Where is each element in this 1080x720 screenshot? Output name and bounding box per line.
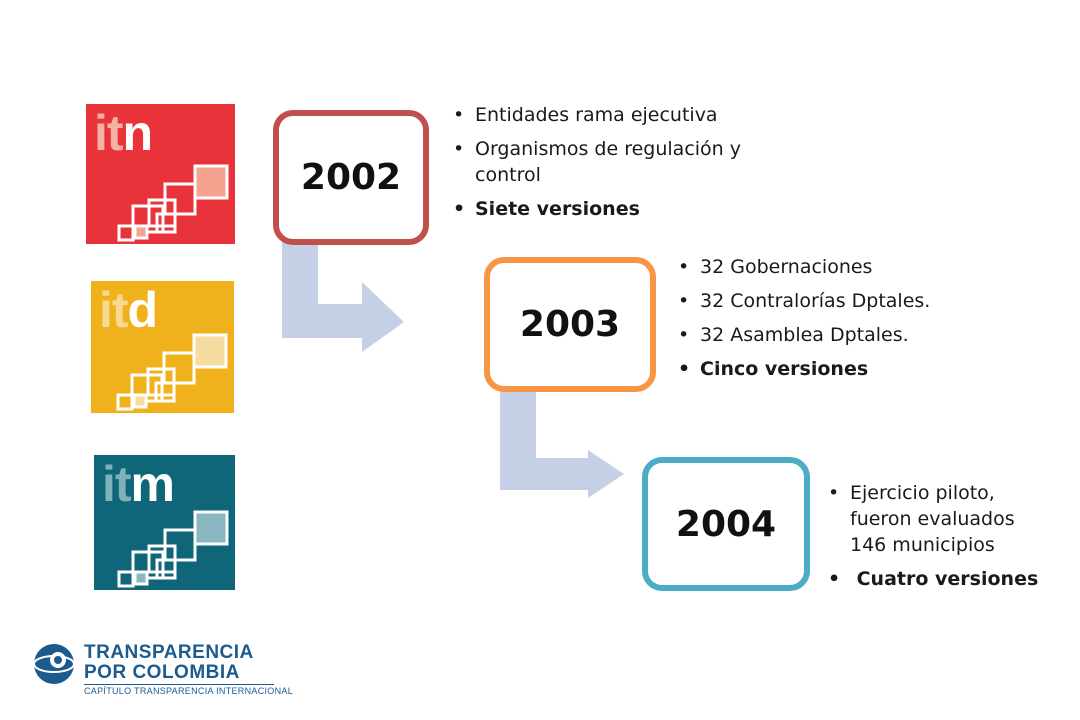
itd-logo-graphic — [116, 333, 228, 411]
bullet-2002-1: Entidades rama ejecutiva — [451, 102, 811, 128]
arrow-2003-to-2004 — [500, 386, 624, 498]
itm-logo: itm — [94, 455, 235, 590]
itn-logo-graphic — [117, 164, 229, 242]
bullet-2002-3: Siete versiones — [451, 196, 811, 222]
itn-logo-text: itn — [94, 105, 153, 161]
year-label-2004: 2004 — [675, 503, 777, 545]
year-box-2002: 2002 — [273, 110, 429, 245]
bullets-2004: Ejercicio piloto, fueron evaluados 146 m… — [826, 480, 1066, 600]
year-box-2004: 2004 — [642, 457, 810, 591]
itm-logo-text: itm — [102, 456, 175, 512]
brand-divider — [84, 684, 274, 685]
bullet-2003-1: 32 Gobernaciones — [676, 254, 1036, 280]
bullet-2003-4: Cinco versiones — [676, 356, 1036, 382]
bullet-2003-2: 32 Contralorías Dptales. — [676, 288, 1036, 314]
bullet-2003-3: 32 Asamblea Dptales. — [676, 322, 1036, 348]
bullet-2004-1: Ejercicio piloto, fueron evaluados 146 m… — [826, 480, 1050, 558]
brand-subtitle: CAPÍTULO TRANSPARENCIA INTERNACIONAL — [84, 686, 294, 696]
itd-logo: itd — [91, 281, 234, 413]
globe-icon — [33, 644, 75, 684]
bullet-2004-2: Cuatro versiones — [826, 566, 1066, 592]
bullets-2002: Entidades rama ejecutiva Organismos de r… — [451, 102, 811, 230]
brand-name-line2: POR COLOMBIA — [84, 662, 240, 683]
arrow-2002-to-2003 — [282, 240, 404, 352]
year-box-2003: 2003 — [484, 257, 656, 392]
itn-logo: itn — [86, 104, 235, 244]
year-label-2003: 2003 — [519, 304, 621, 345]
brand-name-line1: TRANSPARENCIA — [84, 642, 254, 663]
itd-logo-text: itd — [99, 282, 158, 338]
bullets-2003: 32 Gobernaciones 32 Contralorías Dptales… — [676, 254, 1036, 390]
bullet-2002-2: Organismos de regulación y control — [451, 136, 775, 188]
year-label-2002: 2002 — [300, 157, 402, 198]
itm-logo-graphic — [117, 510, 229, 588]
